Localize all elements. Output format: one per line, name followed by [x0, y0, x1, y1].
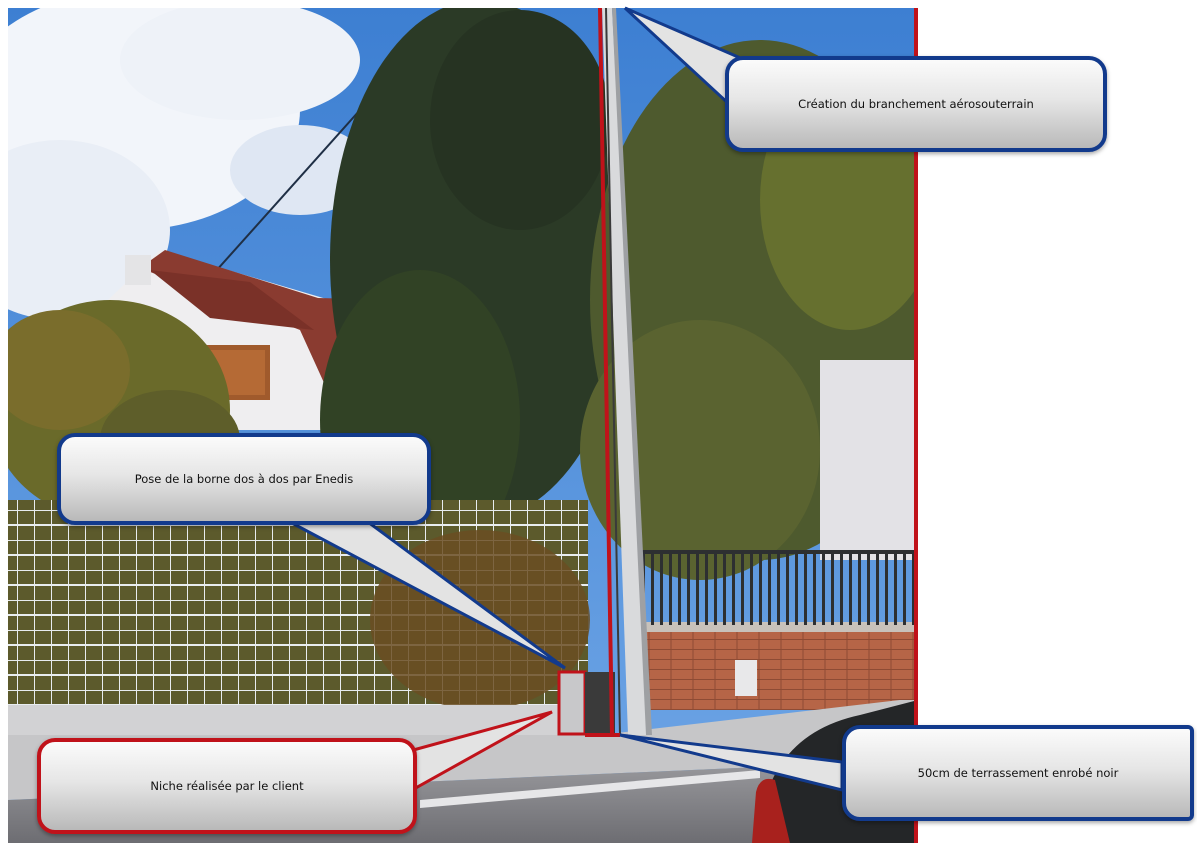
callout-niche: Niche réalisée par le client — [37, 738, 417, 834]
callout-borne-text: Pose de la borne dos à dos par Enedis — [134, 472, 354, 486]
callout-borne: Pose de la borne dos à dos par Enedis — [57, 433, 431, 525]
trench-line-vertical — [598, 7, 614, 736]
callout-niche-text: Niche réalisée par le client — [150, 779, 304, 793]
callout-aerial-text: Création du branchement aérosouterrain — [798, 97, 1034, 111]
callout-terrassement-text: 50cm de terrassement enrobé noir — [917, 766, 1119, 780]
callout-aerial-connection: Création du branchement aérosouterrain — [725, 56, 1107, 152]
callout-terrassement: 50cm de terrassement enrobé noir — [842, 725, 1194, 821]
